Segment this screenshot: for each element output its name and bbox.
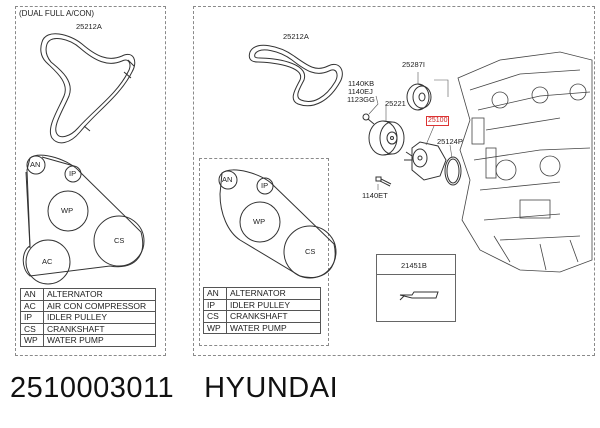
left-panel	[15, 6, 166, 356]
part-25287i-label: 25287I	[402, 60, 425, 69]
right-belt-part-label: 25212A	[283, 32, 309, 41]
part-1140et-label: 1140ET	[362, 191, 388, 200]
legend-name: IDLER PULLEY	[226, 298, 321, 311]
part-25124p-label: 25124P	[437, 137, 463, 146]
idler-pulley-drawing	[406, 83, 432, 111]
right-pulley-ip: IP	[261, 181, 269, 190]
part-21451b-header-divider	[376, 274, 455, 275]
left-pulley-wp: WP	[61, 206, 74, 215]
left-belt-part-label: 25212A	[76, 22, 102, 31]
part-21451b-box	[376, 254, 456, 322]
part-1140kb-label: 1140KB	[348, 79, 375, 88]
engine-block-drawing	[457, 51, 593, 273]
left-pulley-cs: CS	[114, 236, 125, 245]
left-pulley-an: AN	[30, 160, 41, 169]
caption-brand: HYUNDAI	[204, 372, 339, 404]
part-25100-label-highlighted: 25100	[426, 116, 450, 126]
left-belt-drawing	[40, 33, 136, 144]
part-21451b-drawing	[399, 291, 439, 301]
bolt-1140kb-drawing	[362, 113, 375, 125]
water-pump-drawing	[404, 141, 447, 181]
right-pulley-an: AN	[222, 175, 233, 184]
legend-name: WATER PUMP	[43, 334, 156, 347]
right-pulley-wp: WP	[253, 217, 266, 226]
legend-code: CS	[203, 310, 227, 323]
gasket-drawing	[444, 156, 462, 186]
leader-lines	[368, 72, 453, 190]
right-belt-drawing	[248, 44, 343, 107]
legend-name: ALTERNATOR	[226, 287, 321, 300]
left-pulley-ac: AC	[42, 257, 53, 266]
right-panel	[193, 6, 595, 356]
left-pulley-ip: IP	[69, 169, 77, 178]
part-21451b-label: 21451B	[401, 261, 427, 270]
part-1123gg-label: 1123GG	[347, 95, 375, 104]
legend-code: IP	[203, 298, 227, 311]
part-1140ej-label: 1140EJ	[348, 87, 373, 96]
caption-part-number: 2510003011	[10, 372, 175, 404]
part-25221-label: 25221	[385, 99, 406, 108]
legend-name: CRANKSHAFT	[226, 310, 321, 323]
left-panel-heading: (DUAL FULL A/CON)	[19, 9, 94, 18]
inner-legend-box	[199, 158, 329, 346]
left-belt-routing	[22, 154, 145, 285]
caption: 2510003011 HYUNDAI	[10, 372, 368, 405]
right-belt-routing	[218, 169, 337, 279]
pump-pulley-drawing	[368, 120, 405, 156]
right-pulley-cs: CS	[305, 247, 316, 256]
legend-name: WATER PUMP	[226, 321, 321, 334]
legend-code: AN	[203, 287, 227, 300]
legend-code: WP	[203, 321, 227, 334]
bolt-1140et-drawing	[375, 176, 392, 187]
